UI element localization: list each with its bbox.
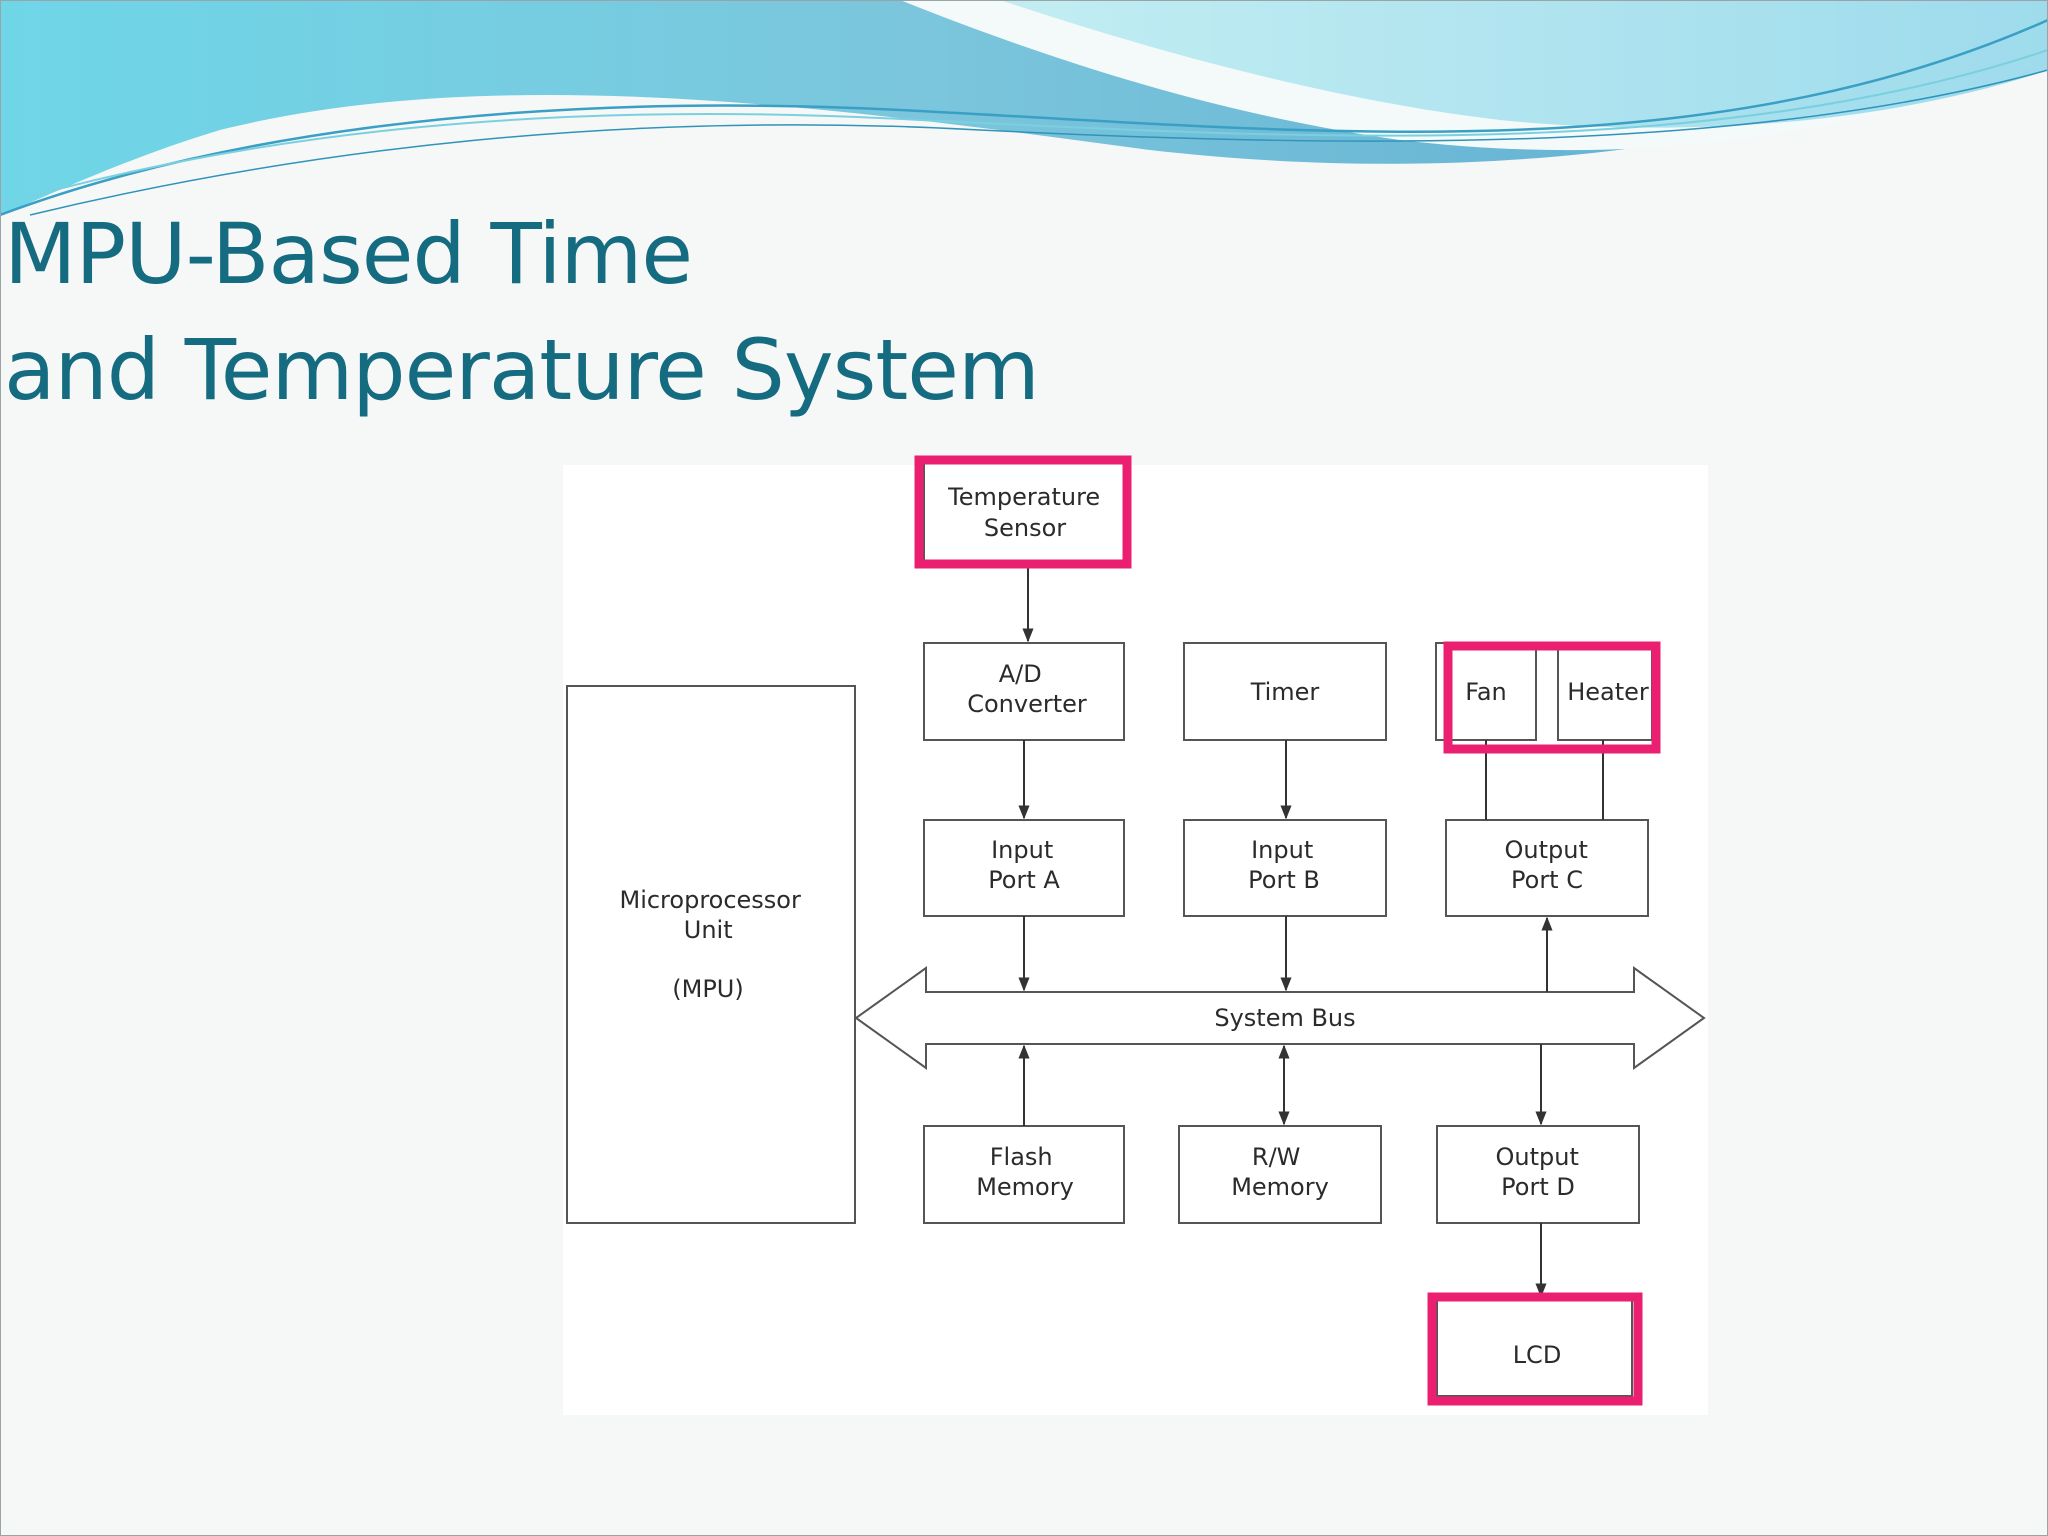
svg-text:Microprocessor Unit: Microprocessor Unit (MPU) [619, 886, 808, 1003]
temperature-sensor-label-2: Sensor [984, 514, 1066, 542]
output-port-d-block: Output Port D [1436, 1125, 1640, 1224]
mpu-label-2: Unit [684, 916, 733, 944]
svg-text:R/W Memory: R/W Memory [1231, 1143, 1329, 1201]
mpu-label-1: Microprocessor [619, 886, 801, 914]
fan-block: Fan [1435, 642, 1537, 741]
svg-text:Output Port C: Output Port C [1504, 836, 1595, 894]
output-port-c-label-2: Port C [1511, 866, 1583, 894]
mpu-label-3: (MPU) [672, 975, 743, 1003]
system-bus-arrow: System Bus [854, 966, 1706, 1070]
svg-text:Temperature Sensor: Temperature Sensor [947, 483, 1108, 542]
heater-label: Heater [1567, 678, 1649, 706]
input-port-a-block: Input Port A [923, 819, 1125, 917]
timer-label: Timer [1250, 678, 1320, 706]
lcd-label: LCD [1513, 1341, 1562, 1369]
header-wave-decoration [0, 0, 2048, 217]
svg-text:Input Port B: Input Port B [1248, 836, 1321, 894]
output-port-c-label-1: Output [1504, 836, 1587, 864]
ad-converter-label-2: Converter [967, 690, 1087, 718]
rw-memory-label-2: Memory [1231, 1173, 1329, 1201]
input-port-a-label-1: Input [991, 836, 1053, 864]
svg-text:LCD: LCD [1513, 1341, 1562, 1369]
input-port-a-label-2: Port A [988, 866, 1060, 894]
lcd-highlight [1427, 1292, 1643, 1406]
input-port-b-block: Input Port B [1183, 819, 1387, 917]
svg-text:Fan: Fan [1465, 678, 1507, 706]
flash-memory-block: Flash Memory [923, 1125, 1125, 1224]
lcd-block: LCD [1436, 1297, 1633, 1397]
slide-title: MPU-Based Time and Temperature System [4, 196, 1040, 428]
svg-text:A/D Converter: A/D Converter [967, 660, 1087, 718]
ad-converter-label-1: A/D [999, 660, 1042, 688]
heater-block: Heater [1557, 642, 1653, 741]
flash-memory-label-1: Flash [990, 1143, 1053, 1171]
ad-converter-block: A/D Converter [923, 642, 1125, 741]
svg-text:Flash Memory: Flash Memory [976, 1143, 1074, 1201]
rw-memory-block: R/W Memory [1178, 1125, 1382, 1224]
output-port-d-label-1: Output [1495, 1143, 1578, 1171]
fan-heater-highlight [1443, 641, 1661, 754]
flash-memory-label-2: Memory [976, 1173, 1074, 1201]
temperature-sensor-block: Temperature Sensor [923, 462, 1125, 564]
output-port-c-block: Output Port C [1445, 819, 1649, 917]
svg-text:Output Port D: Output Port D [1495, 1143, 1586, 1201]
timer-block: Timer [1183, 642, 1387, 741]
mpu-block: Microprocessor Unit (MPU) [566, 685, 856, 1224]
input-port-b-label-1: Input [1251, 836, 1313, 864]
fan-label: Fan [1465, 678, 1507, 706]
temperature-sensor-label-1: Temperature [947, 483, 1100, 511]
svg-text:Timer: Timer [1250, 678, 1320, 706]
output-port-d-label-2: Port D [1501, 1173, 1575, 1201]
input-port-b-label-2: Port B [1248, 866, 1320, 894]
rw-memory-label-1: R/W [1252, 1143, 1301, 1171]
temperature-sensor-highlight [914, 455, 1132, 569]
system-bus-label: System Bus [1214, 1004, 1355, 1032]
svg-text:Heater: Heater [1567, 678, 1649, 706]
slide-title-line-2: and Temperature System [4, 321, 1040, 419]
svg-text:Input Port A: Input Port A [988, 836, 1061, 894]
slide-title-line-1: MPU-Based Time [4, 205, 693, 303]
